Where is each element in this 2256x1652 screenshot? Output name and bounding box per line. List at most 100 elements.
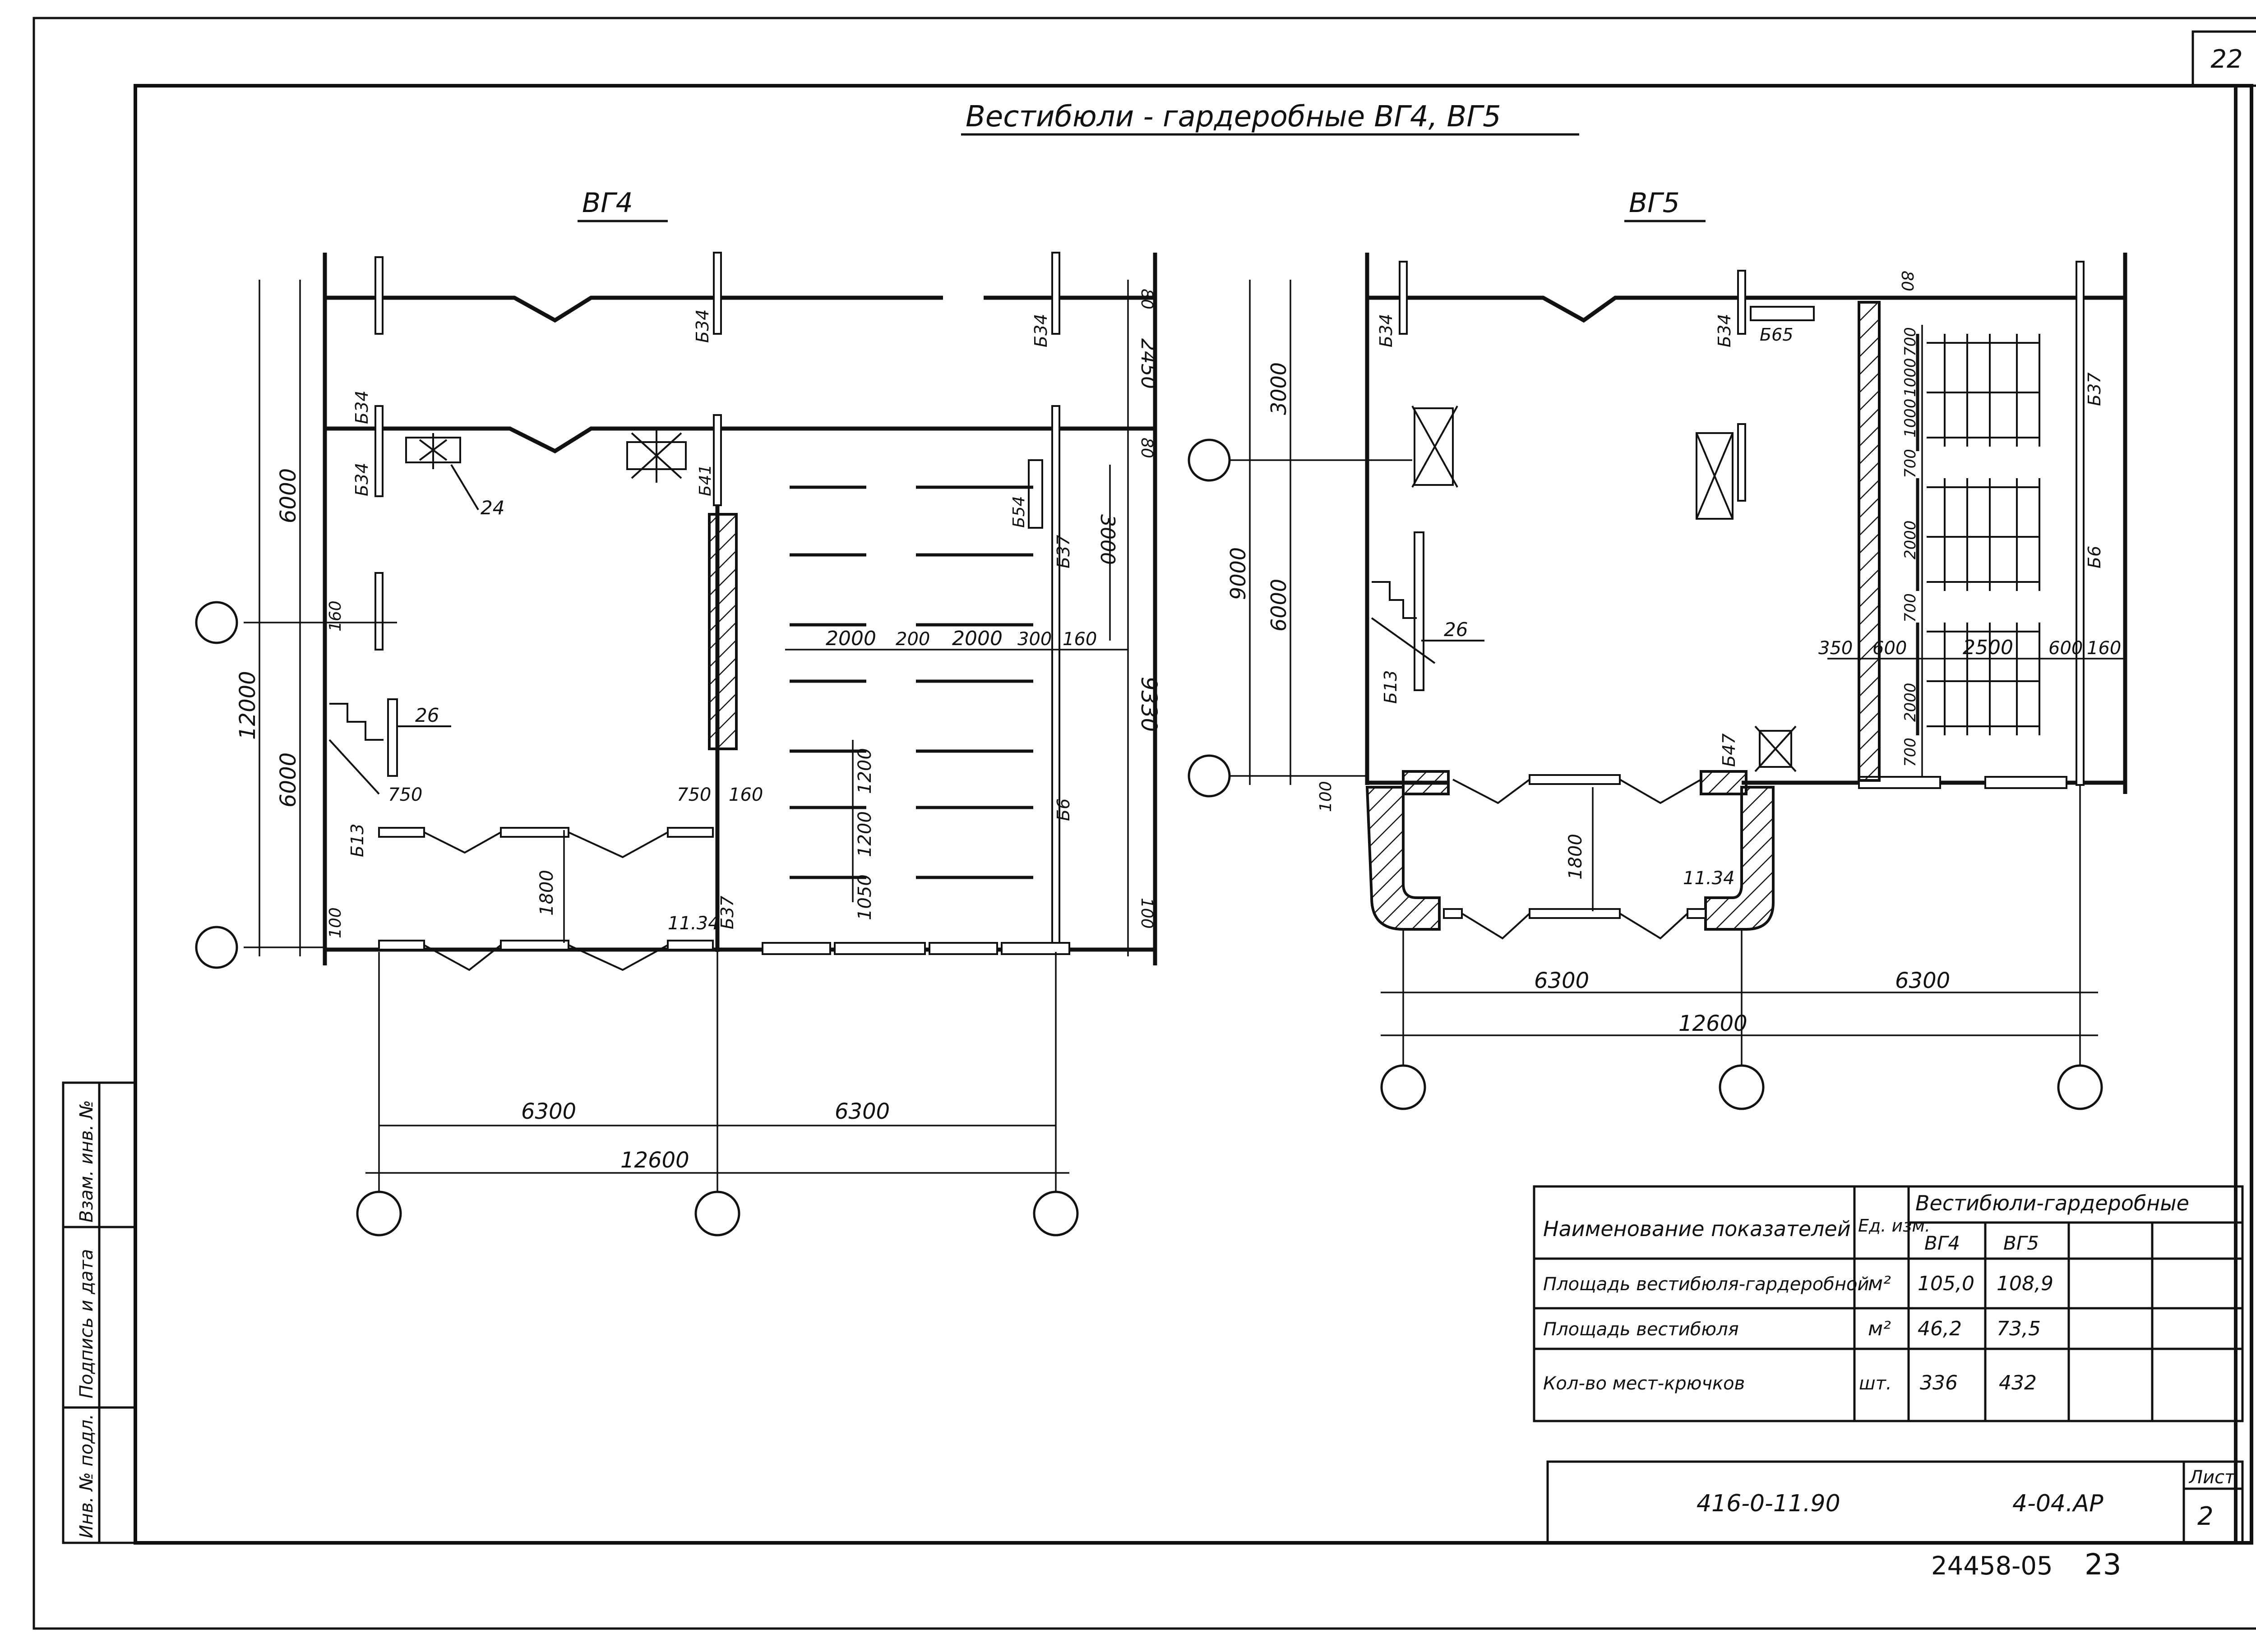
vg4-bench (387, 698, 398, 777)
vg5-window (1984, 776, 2067, 789)
table-cell-vg5: 108,9 (1997, 1272, 2053, 1295)
vg5-hanger-rails (1916, 334, 2040, 735)
vg5-axis-bubble (1380, 1064, 1426, 1110)
vg4-plant-icon (631, 429, 682, 483)
table-cell-vg4: 105,0 (1918, 1272, 1974, 1295)
vg4-dim-vest-1800: 1800 (536, 870, 557, 916)
vg4-mark-b6: Б6 (1054, 798, 1073, 821)
vg5-axis-bubble (2057, 1064, 2103, 1110)
vg4-dim-row-2000a: 2000 (826, 627, 876, 650)
vg4-window (834, 942, 926, 955)
table-row: Кол-во мест-крючков шт. 336 432 (1543, 1371, 2037, 1394)
vg4-mark-b34: Б34 (693, 309, 712, 343)
vg4-dim-right-9330: 9330 (1136, 677, 1161, 732)
vg4-axis-bubble (356, 1191, 402, 1237)
vg4-dim-right-80b: 80 (1137, 438, 1156, 458)
vg4-dim-row-300: 300 (1017, 629, 1052, 650)
vg5-vestibule-wall (1365, 786, 1441, 931)
vg4-dim-v-1200b: 1200 (855, 811, 875, 857)
vg4-dim-bottom-total: 12600 (620, 1148, 689, 1173)
table-cell-unit: шт. (1859, 1373, 1892, 1394)
vg5-dim-left-9000: 9000 (1226, 547, 1250, 600)
vg5-cabinet-b65 (1750, 306, 1815, 321)
vg4-dim-vest-750a: 750 (388, 784, 422, 805)
vg4-mark-b34: Б34 (352, 391, 372, 424)
vg4-post (713, 252, 722, 335)
vg5-axis-bubble (1188, 438, 1231, 482)
table-header-vg5: ВГ5 (2003, 1232, 2039, 1254)
side-stamp-sign-date: Подпись и дата (76, 1249, 97, 1398)
vg4-hanger-rails (790, 485, 1033, 879)
vg4-post (374, 572, 384, 651)
vg5-door-frame (1700, 770, 1747, 795)
vg5-plant-icon (1754, 725, 1797, 772)
vg4-dim-right-2450: 2450 (1137, 338, 1160, 389)
vg4-axis-bubble (694, 1191, 740, 1237)
table-cell-vg5: 432 (1999, 1371, 2037, 1394)
vg4-mark-b34: Б34 (352, 463, 372, 496)
outer-border (32, 17, 2256, 1630)
vg4-door-frame (378, 827, 425, 838)
vg4-door-leaf (424, 944, 668, 971)
vg4-mark-b34: Б34 (1031, 314, 1051, 347)
vg5-dim-vest-1800: 1800 (1565, 834, 1586, 880)
vg4-wardrobe-counter (708, 513, 738, 750)
vg4-door-frame (500, 827, 569, 838)
vg5-mark-b34: Б34 (1715, 314, 1734, 347)
vg4-dim-bottom-left: 6300 (521, 1099, 576, 1124)
vg4-cabinet-b54 (1028, 459, 1043, 529)
vg4-mark-b13: Б13 (347, 824, 367, 857)
drawing-frame (134, 84, 2253, 1545)
corner-number: 22 (2210, 45, 2242, 74)
vg5-dim-left-100: 100 (1317, 781, 1335, 812)
vg5-hanger-block (1927, 334, 2040, 735)
vg4-dim-left-top: 6000 (276, 468, 301, 523)
page-title: Вестибюли - гардеробные ВГ4, ВГ5 (966, 100, 1501, 134)
vg4-axis-bubble (1033, 1191, 1079, 1237)
vg5-mark-b65: Б65 (1760, 325, 1793, 345)
vg5-door-frame (1687, 908, 1706, 919)
vg5-door-leaf (1452, 779, 1702, 804)
vg4-door-leaf (424, 831, 668, 858)
table-cell-unit: м² (1868, 1317, 1891, 1340)
vg4-dim-left-100: 100 (326, 907, 345, 938)
vg5-dim-bottom-total: 12600 (1678, 1011, 1747, 1036)
vg4-mark-24: 24 (481, 497, 504, 519)
vg4-dim-vest-160: 160 (729, 784, 763, 805)
vg4-dim-bottom-right: 6300 (835, 1099, 890, 1124)
vg5-dim-col-2000a: 2000 (1901, 520, 1919, 559)
side-stamp-inv-repl: Взам. инв. № (76, 1100, 97, 1223)
vg5-dim-col-700d: 700 (1901, 738, 1919, 767)
archive-suffix: 23 (2085, 1548, 2121, 1582)
title-block-border (1546, 1460, 2244, 1544)
plan-vg5-title: ВГ5 (1629, 187, 1680, 219)
plan-vg4: ВГ4 (195, 187, 1161, 1237)
vg5-door-leaf (1461, 913, 1688, 940)
table-header-group: Вестибюли-гардеробные (1915, 1191, 2189, 1215)
indicators-table: Наименование показателей Ед. изм. Вестиб… (1533, 1185, 2244, 1422)
vg4-post (1051, 405, 1060, 944)
vg4-dim-row-2000b: 2000 (952, 627, 1003, 650)
vg5-plant-icon (1696, 433, 1734, 519)
vg5-door-frame (1443, 908, 1463, 919)
side-stamp: Инв. № подл. Подпись и дата Взам. инв. № (62, 1081, 137, 1544)
vg5-dim-row-350: 350 (1818, 638, 1853, 659)
vg5-dim-col-2000b: 2000 (1901, 683, 1919, 722)
vg4-mark-b37-bottom: Б37 (717, 896, 737, 929)
vg4-dim-left-bottom: 6000 (276, 752, 301, 808)
archive-number: 24458-05 (1931, 1551, 2053, 1581)
vg4-dim-vest-750b: 750 (677, 784, 711, 805)
table-header-vg4: ВГ4 (1924, 1232, 1960, 1254)
vg4-dim-left-160: 160 (326, 600, 345, 632)
vg4-window (929, 942, 998, 955)
vg5-stair (1371, 581, 1436, 664)
vg4-post (713, 414, 722, 506)
stamp-sheet-label: Лист (2188, 1467, 2236, 1488)
vg5-dim-row-600b: 600 (2048, 638, 2083, 659)
vg5-door-frame (1529, 774, 1621, 785)
vg5-wardrobe-counter (1858, 301, 1881, 782)
vg5-vestibule-wall (1704, 786, 1775, 931)
vg4-axis-bubble (195, 926, 238, 969)
table-header-name: Наименование показателей (1543, 1217, 1851, 1241)
table-row: Площадь вестибюля м² 46,2 73,5 (1543, 1317, 2041, 1340)
